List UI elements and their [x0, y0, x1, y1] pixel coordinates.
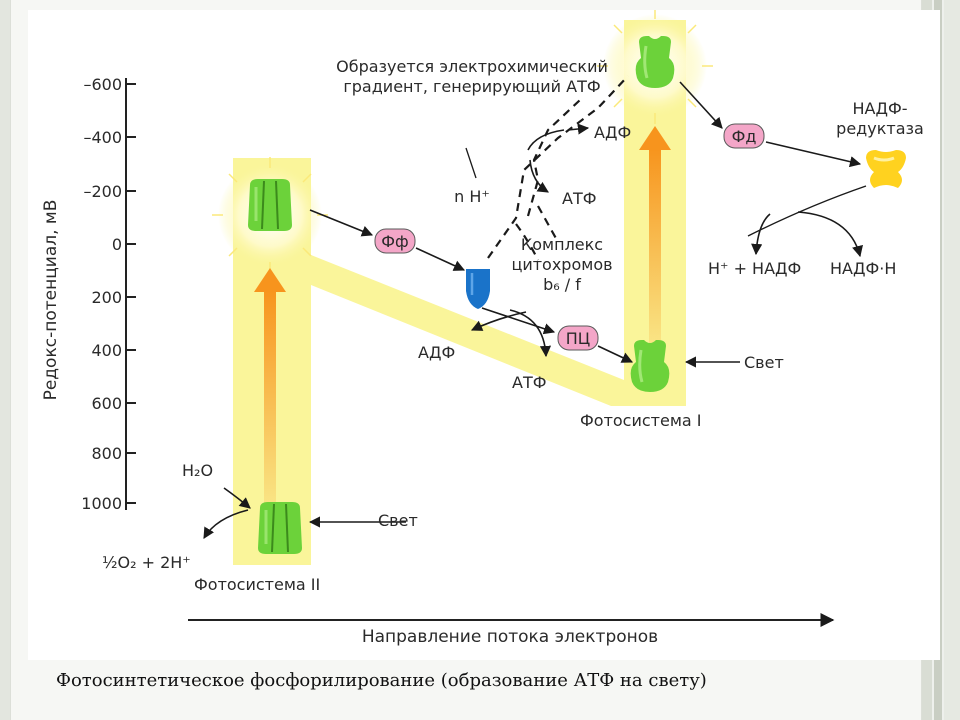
ff-label: Фф: [381, 232, 408, 251]
gradient-label-line1: Образуется электрохимический: [336, 57, 608, 76]
h-nadp-label: H⁺ + НАДФ: [708, 259, 801, 278]
nadp-reductase-label-line1: НАДФ-: [852, 99, 907, 118]
diagram-canvas: –600 –400 –200 0 200 400 600 800 1000 Ре…: [41, 10, 924, 647]
ps2-ground-icon: [258, 502, 302, 554]
adf-mid-label: АДФ: [418, 343, 455, 362]
decor-bar-right-3: [944, 0, 960, 720]
atf-top-label: АТФ: [562, 189, 597, 208]
pc-label: ПЦ: [566, 329, 590, 348]
ps1-excited-icon: [635, 36, 675, 88]
ps1-ground-icon: [630, 340, 670, 392]
y-tick: 400: [91, 341, 122, 360]
o2-equation-label: ½O₂ + 2H⁺: [102, 553, 191, 572]
nadph-label: НАДФ·Н: [830, 259, 896, 278]
x-axis-title: Направление потока электронов: [362, 627, 658, 647]
proton-dashes: [487, 75, 629, 261]
glow-rays-ps2: [212, 157, 328, 273]
nh-label: n H⁺: [454, 187, 490, 206]
y-tick: 200: [91, 288, 122, 307]
ps2-excited-icon: [248, 179, 292, 231]
y-axis-title: Редокс-потенциал, мВ: [41, 200, 61, 401]
y-tick: –400: [83, 128, 122, 147]
fd-carrier: Фд: [723, 123, 765, 149]
excitation-arrow-ps2: [254, 268, 286, 510]
decor-bar-left: [0, 0, 10, 720]
flow-arrows: [203, 81, 867, 539]
complex-label-line2: цитохромов: [511, 255, 612, 274]
y-tick: –200: [83, 182, 122, 201]
pc-carrier: ПЦ: [557, 325, 599, 351]
ff-carrier: Фф: [374, 228, 416, 254]
cytochrome-complex-icon: [466, 269, 490, 309]
atf-mid-label: АТФ: [512, 373, 547, 392]
y-tick: –600: [83, 75, 122, 94]
top-atp-arrows: [527, 123, 590, 193]
glow-rays-ps1: [597, 10, 713, 124]
y-tick: 800: [91, 444, 122, 463]
excitation-arrow-ps1: [639, 126, 671, 348]
nadp-reductase-label-line2: редуктаза: [836, 119, 924, 138]
y-axis-ticks: –600 –400 –200 0 200 400 600 800 1000: [81, 75, 122, 513]
ps2-label: Фотосистема II: [194, 575, 320, 594]
y-tick: 600: [91, 394, 122, 413]
y-axis: [125, 78, 136, 510]
h2o-label: H₂O: [182, 461, 213, 480]
gradient-label-line2: градиент, генерирующий АТФ: [343, 77, 600, 96]
light-ps1-label: Свет: [744, 353, 784, 372]
complex-label-line1: Комплекс: [521, 235, 603, 254]
adf-top-label: АДФ: [594, 123, 631, 142]
fd-label: Фд: [732, 127, 757, 146]
light-ps2-label: Свет: [378, 511, 418, 530]
slide-caption: Фотосинтетическое фосфорилирование (обра…: [56, 670, 707, 691]
ps1-label: Фотосистема I: [580, 411, 702, 430]
complex-label-line3: b₆ / f: [543, 275, 581, 294]
z-scheme-diagram: –600 –400 –200 0 200 400 600 800 1000 Ре…: [28, 10, 940, 660]
nadp-reductase-icon: [866, 150, 906, 188]
y-tick: 1000: [81, 494, 122, 513]
y-tick: 0: [112, 235, 122, 254]
